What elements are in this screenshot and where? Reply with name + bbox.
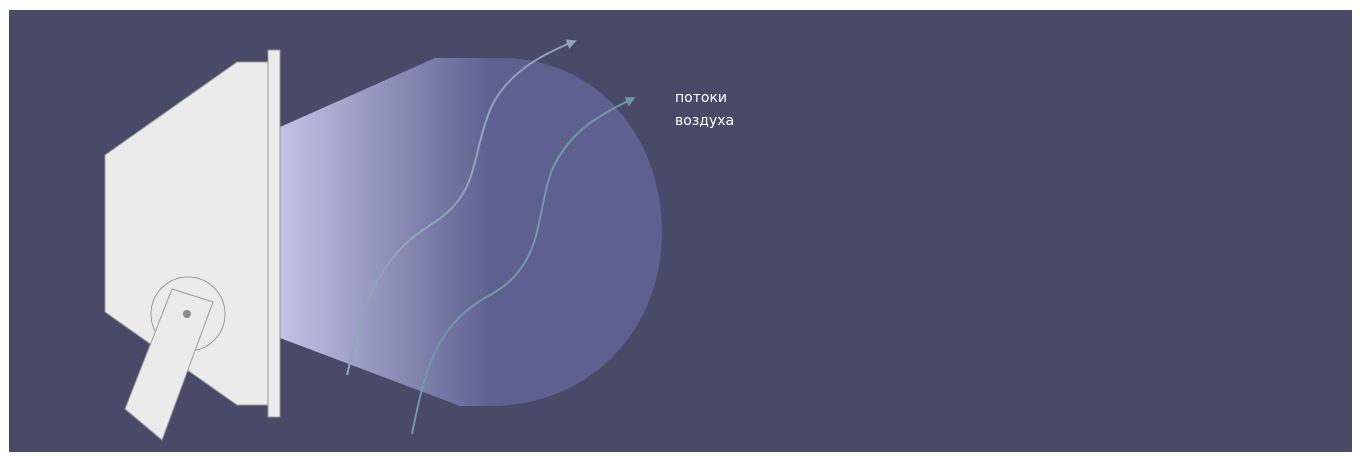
heater-icon [104,49,281,418]
airflow-arrow-icon [411,97,636,435]
airflow-arrows [346,39,636,435]
diagram-frame: потоки воздуха [9,10,1352,452]
mount-bracket-icon [124,276,226,441]
heater-front-panel [267,49,281,418]
pivot-bolt [183,310,191,318]
airflow-arrow-icon [346,39,577,376]
airflow-label: потоки воздуха [675,90,735,129]
heat-beam [280,58,662,406]
heater-airflow-diagram [104,39,662,441]
